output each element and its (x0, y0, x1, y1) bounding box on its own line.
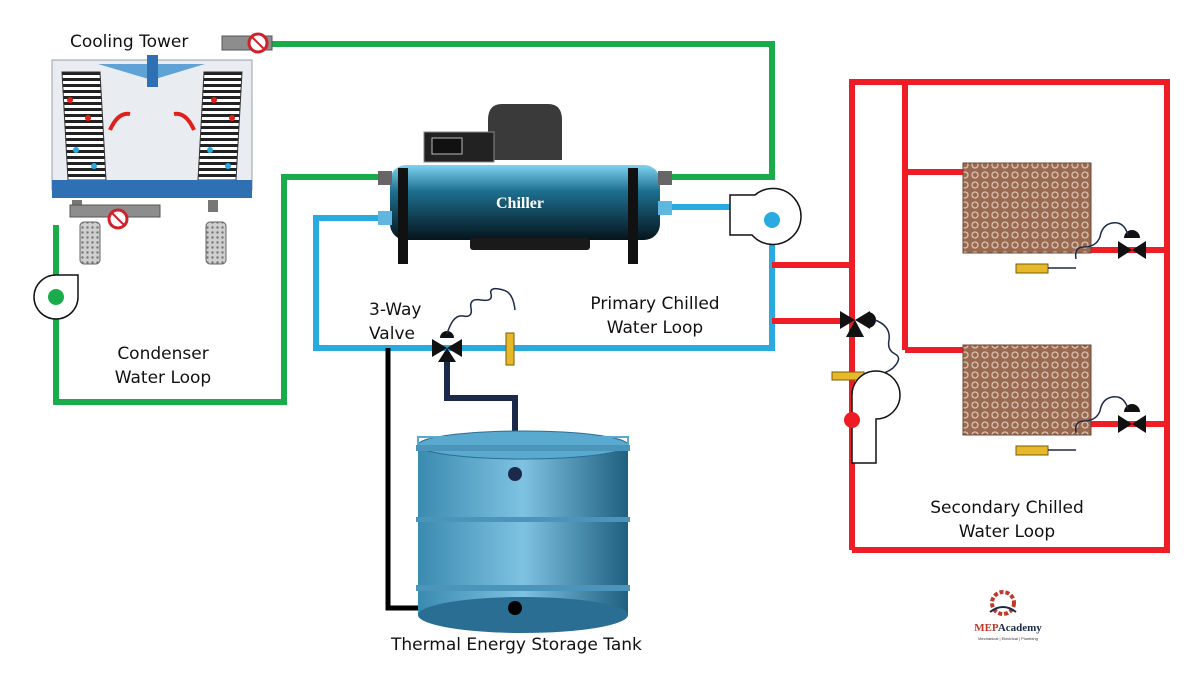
chiller-label: Chiller (496, 195, 544, 212)
primary-pump-icon (729, 187, 802, 246)
secondary-loop-label-line2: Water Loop (958, 522, 1056, 542)
cooling-coil-lower (962, 344, 1092, 436)
cooling-tower-top-valve-icon (221, 32, 273, 54)
three-way-valve-sensor (505, 332, 515, 366)
three-way-valve-icon (432, 331, 462, 362)
mep-academy-logo-icon (989, 590, 1017, 616)
primary-loop-label-line2: Water Loop (606, 318, 704, 338)
coil-valve-lower-icon (1118, 404, 1146, 433)
cooling-tower (51, 55, 253, 265)
coil-sensor-upper (1015, 263, 1049, 274)
coil-sensor-lower (1015, 445, 1049, 456)
condenser-water-pipe (53, 41, 775, 405)
cooling-tower-label: Cooling Tower (70, 32, 189, 52)
primary-loop-label: Primary Chilled Water Loop (580, 292, 730, 340)
cooling-coil-upper (962, 162, 1092, 254)
storage-tank-label: Thermal Energy Storage Tank (391, 635, 642, 655)
condenser-loop-label: Condenser Water Loop (103, 342, 223, 390)
logo-name-academy: Academy (997, 622, 1042, 634)
coil-capillary-lower (1074, 396, 1129, 434)
secondary-valve-capillary (862, 319, 900, 377)
condenser-loop-label-line1: Condenser (117, 344, 209, 364)
secondary-loop-label-line1: Secondary Chilled (930, 498, 1084, 518)
mep-academy-logo: MEPAcademy Mechanical | Electrical | Plu… (968, 618, 1048, 642)
condenser-loop-label-line2: Water Loop (114, 368, 212, 388)
coil-valve-upper-icon (1118, 230, 1146, 259)
cooling-tower-bottom-valve-icon (107, 208, 129, 230)
thermal-storage-tank (416, 430, 630, 633)
secondary-chilled-water-pipe (772, 79, 1170, 553)
three-way-valve-label: 3-Way Valve (369, 298, 421, 346)
secondary-pump-icon (844, 370, 901, 464)
primary-loop-label-line1: Primary Chilled (590, 294, 720, 314)
logo-name-mep: MEP (974, 622, 998, 634)
secondary-three-way-valve-icon (840, 311, 877, 337)
three-way-valve-capillary (446, 287, 516, 335)
three-way-valve-label-line2: Valve (369, 324, 415, 344)
chiller-unit (378, 104, 672, 264)
coil-capillary-upper (1074, 222, 1129, 260)
logo-tagline: Mechanical | Electrical | Plumbing (978, 636, 1038, 641)
secondary-loop-label: Secondary Chilled Water Loop (922, 496, 1092, 544)
three-way-valve-label-line1: 3-Way (369, 300, 422, 320)
condenser-pump-icon (33, 274, 79, 320)
